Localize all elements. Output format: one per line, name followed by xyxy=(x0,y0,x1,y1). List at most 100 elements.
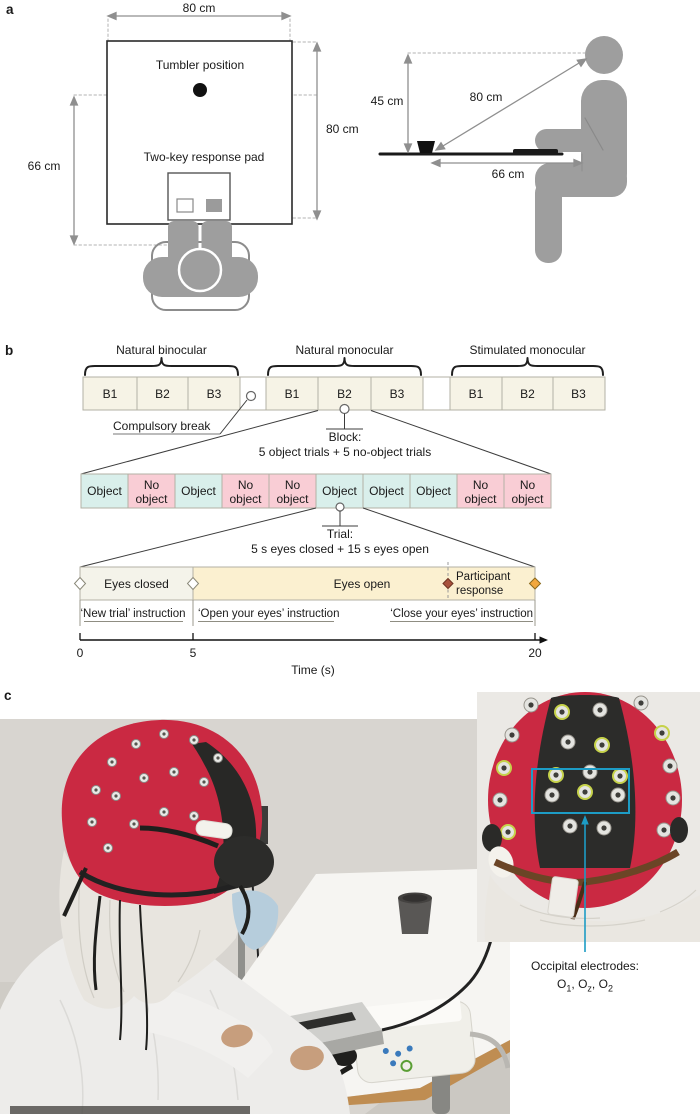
eye-height-label: 45 cm xyxy=(371,94,404,108)
table-width-label: 80 cm xyxy=(183,1,216,15)
eyes-closed-label: Eyes closed xyxy=(104,577,169,591)
axis-title: Time (s) xyxy=(291,663,335,677)
occipital-electrodes-title: Occipital electrodes: xyxy=(531,959,639,973)
panel-b: b Natural binocular Natural monocular St… xyxy=(5,343,606,677)
foam-piece xyxy=(195,819,233,840)
block-label: B2 xyxy=(520,387,535,401)
trial-label: Object xyxy=(416,484,451,498)
panel-a-label: a xyxy=(6,2,14,17)
break-cell xyxy=(422,376,451,411)
eyes-open-label: Eyes open xyxy=(334,577,391,591)
timeline-diamond-open xyxy=(186,576,200,591)
trial-cell-object xyxy=(362,473,411,509)
trial-label: Object xyxy=(181,484,216,498)
block-cell xyxy=(82,376,138,411)
session-label-natural-binocular: Natural binocular xyxy=(116,343,207,357)
expansion-line-left xyxy=(79,507,317,568)
session-braces xyxy=(84,357,604,376)
trial-label: Object xyxy=(87,484,122,498)
inset-hair-strands xyxy=(519,889,697,927)
instruction-open-eyes: ‘Open your eyes’ instruction xyxy=(198,608,339,620)
block-cell xyxy=(370,376,424,411)
axis-tick-5: 5 xyxy=(190,646,197,660)
block-label: B3 xyxy=(571,387,586,401)
trial-marker-circle xyxy=(335,502,345,512)
panel-a: a xyxy=(6,1,627,311)
trial-label: Object xyxy=(369,484,404,498)
horizontal-distance-label: 66 cm xyxy=(492,167,525,181)
trial-label: No xyxy=(473,478,489,492)
timeline-diamond-response xyxy=(442,577,454,590)
timeline-diamond-start xyxy=(73,576,87,591)
block-label: B3 xyxy=(207,387,222,401)
session-label-natural-monocular: Natural monocular xyxy=(295,343,393,357)
hands xyxy=(221,1024,324,1071)
axis-arrowhead xyxy=(539,636,548,644)
face-mask xyxy=(232,890,279,950)
amplifier-buttons xyxy=(382,1045,413,1072)
goggle-strap xyxy=(139,825,219,849)
chair-shadow xyxy=(10,1106,250,1114)
gray-cable xyxy=(469,1031,510,1069)
block-cell xyxy=(187,376,241,411)
expansion-line-left xyxy=(80,410,319,475)
inset-hair xyxy=(484,875,700,942)
expansion-line-right xyxy=(362,507,536,568)
participant-side-silhouette xyxy=(535,36,627,263)
arm-crease-line xyxy=(584,117,604,151)
timeline-bar: Eyes closed Eyes open Participant respon… xyxy=(73,562,542,601)
occipital-electrodes-list: O1, Oz, O2 xyxy=(557,977,613,994)
axis-tick-0: 0 xyxy=(77,646,84,660)
block-callout-title: Block: xyxy=(329,430,362,444)
response-pad xyxy=(167,172,231,221)
block-cell xyxy=(501,376,554,411)
cap-straps xyxy=(62,867,251,1051)
trial-label: object xyxy=(135,492,168,506)
trial-label: object xyxy=(511,492,544,506)
trial-cell-object xyxy=(80,473,129,509)
trial-label: No xyxy=(285,478,301,492)
session-strip xyxy=(82,376,606,411)
block-label: B1 xyxy=(285,387,300,401)
sleeve xyxy=(148,985,273,1078)
top-view-diagram: 80 cm 66 cm 80 cm Tumbler position Two-k… xyxy=(28,1,359,311)
block-callout: Block: 5 object trials + 5 no-object tri… xyxy=(80,403,552,475)
pad-key-left xyxy=(176,198,194,213)
block-label: B2 xyxy=(155,387,170,401)
trial-label: Object xyxy=(322,484,357,498)
side-strap-right xyxy=(670,817,688,843)
viewing-distance-label: 80 cm xyxy=(470,90,503,104)
block-cell xyxy=(552,376,606,411)
session-strip-labels: B1 B2 B3 B1 B2 B3 B1 B2 B3 xyxy=(103,387,587,401)
panel-c: c xyxy=(0,688,700,1114)
hair xyxy=(59,850,243,1009)
compulsory-break-label: Compulsory break xyxy=(113,419,211,433)
trial-callout-title: Trial: xyxy=(327,527,353,541)
inset-photo xyxy=(477,692,700,942)
trial-label: object xyxy=(229,492,262,506)
side-strap-left xyxy=(482,824,502,852)
trial-cell-no-object xyxy=(268,473,317,509)
trial-strip-labels: Object No object Object No object No obj… xyxy=(87,478,544,506)
participant-photo xyxy=(0,719,350,1114)
trial-strip xyxy=(80,473,552,509)
block-cell xyxy=(136,376,189,411)
blackout-goggles xyxy=(214,836,274,888)
trial-callout: Trial: 5 s eyes closed + 15 s eyes open xyxy=(79,502,536,568)
participant-top-silhouette xyxy=(143,221,258,297)
pad-key-right xyxy=(206,199,222,212)
cap-electrodes xyxy=(87,729,223,853)
side-view-diagram: 45 cm 80 cm 66 cm xyxy=(371,36,627,263)
panel-b-label: b xyxy=(5,343,13,358)
trial-label: No xyxy=(144,478,160,492)
trial-label: object xyxy=(464,492,497,506)
participant-response-label: Participant xyxy=(456,571,511,583)
trial-cell-no-object xyxy=(503,473,552,509)
eyes-open-segment xyxy=(192,566,536,601)
compulsory-break-callout: Compulsory break xyxy=(113,390,257,435)
instruction-new-trial: ‘New trial’ instruction xyxy=(80,608,185,620)
block-label: B2 xyxy=(337,387,352,401)
instruction-row: ‘New trial’ instruction ‘Open your eyes’… xyxy=(79,600,536,626)
